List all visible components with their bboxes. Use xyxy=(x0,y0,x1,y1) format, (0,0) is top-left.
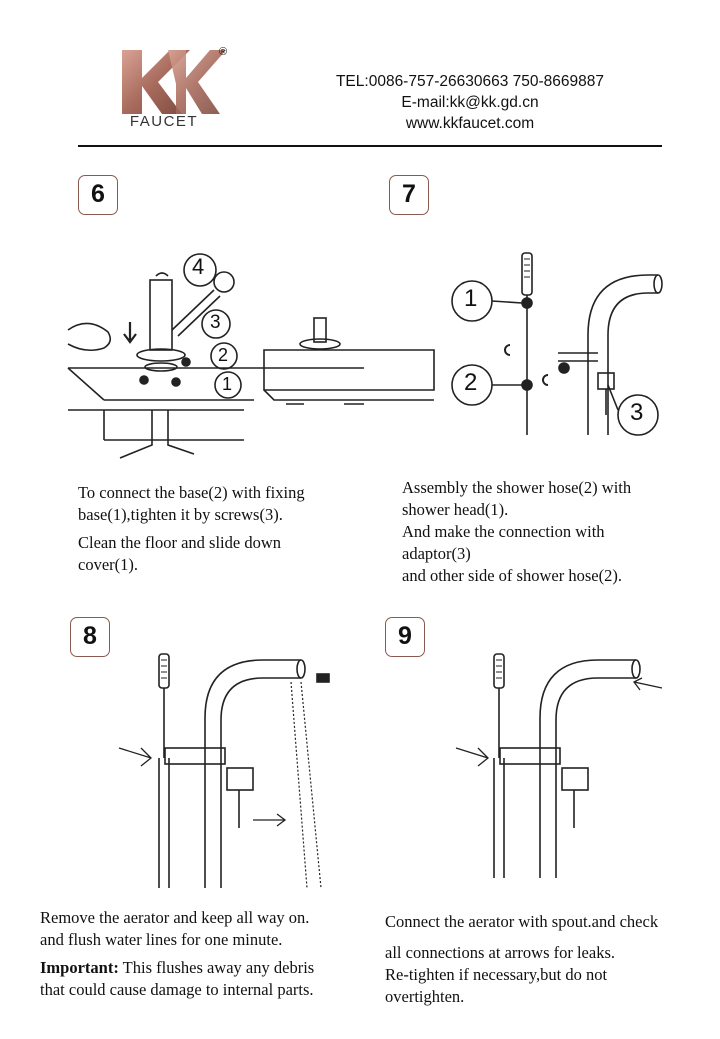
step-6-line: To connect the base(2) with fixing xyxy=(78,483,305,502)
header-divider xyxy=(78,145,662,147)
step-7-illustration: 1 2 3 xyxy=(448,245,678,450)
callout-2: 2 xyxy=(464,369,478,396)
step-9-line: overtighten. xyxy=(385,987,465,1006)
step-7-badge: 7 xyxy=(389,175,429,215)
contact-email: E-mail:kk@kk.gd.cn xyxy=(401,94,539,111)
step-9-instructions: Connect the aerator with spout.and check… xyxy=(385,911,715,1008)
kk-faucet-logo xyxy=(118,44,238,134)
step-8-instructions: Remove the aerator and keep all way on. … xyxy=(40,907,380,1001)
step-6-line: cover(1). xyxy=(78,555,139,574)
important-text: This flushes away any debris xyxy=(118,958,315,977)
step-7-line: shower head(1). xyxy=(402,500,509,519)
contact-website: www.kkfaucet.com xyxy=(405,115,535,132)
step-7-line: And make the connection with xyxy=(402,522,605,541)
step-7-line: Assembly the shower hose(2) with xyxy=(402,478,632,497)
step-8-illustration xyxy=(115,648,345,903)
callout-1: 1 xyxy=(222,374,233,394)
step-9-line: Re-tighten if necessary,but do not xyxy=(385,965,608,984)
registered-mark: ® xyxy=(219,46,228,58)
callout-3: 3 xyxy=(630,399,644,426)
callout-2: 2 xyxy=(218,345,229,365)
step-6-line: Clean the floor and slide down xyxy=(78,533,281,552)
step-9-illustration xyxy=(450,648,670,893)
step-8-important: Important: This flushes away any debris xyxy=(40,957,380,979)
step-9-badge: 9 xyxy=(385,617,425,657)
step-9-line: Connect the aerator with spout.and check xyxy=(385,912,659,931)
step-8-line: that could cause damage to internal part… xyxy=(40,980,314,999)
step-7-line: and other side of shower hose(2). xyxy=(402,566,622,585)
step-8-line: and flush water lines for one minute. xyxy=(40,930,283,949)
logo-wordmark: FAUCET xyxy=(129,113,199,130)
step-9-line: all connections at arrows for leaks. xyxy=(385,943,616,962)
step-6-instructions: To connect the base(2) with fixing base(… xyxy=(78,482,378,576)
step-8-line: Remove the aerator and keep all way on. xyxy=(40,908,310,927)
step-7-line: adaptor(3) xyxy=(402,544,471,563)
callout-4: 4 xyxy=(192,254,205,279)
step-6-illustration: 4 3 2 1 xyxy=(64,240,444,475)
callout-3: 3 xyxy=(210,312,221,333)
step-6-badge: 6 xyxy=(78,175,118,215)
kk-logo-icon xyxy=(122,50,226,114)
step-7-instructions: Assembly the shower hose(2) with shower … xyxy=(402,477,712,587)
step-8-badge: 8 xyxy=(70,617,110,657)
callout-1: 1 xyxy=(464,285,478,312)
important-label: Important: xyxy=(40,958,119,977)
contact-phone: TEL:0086-757-26630663 750-8669887 xyxy=(335,73,605,90)
step-6-line: base(1),tighten it by screws(3). xyxy=(78,505,283,524)
